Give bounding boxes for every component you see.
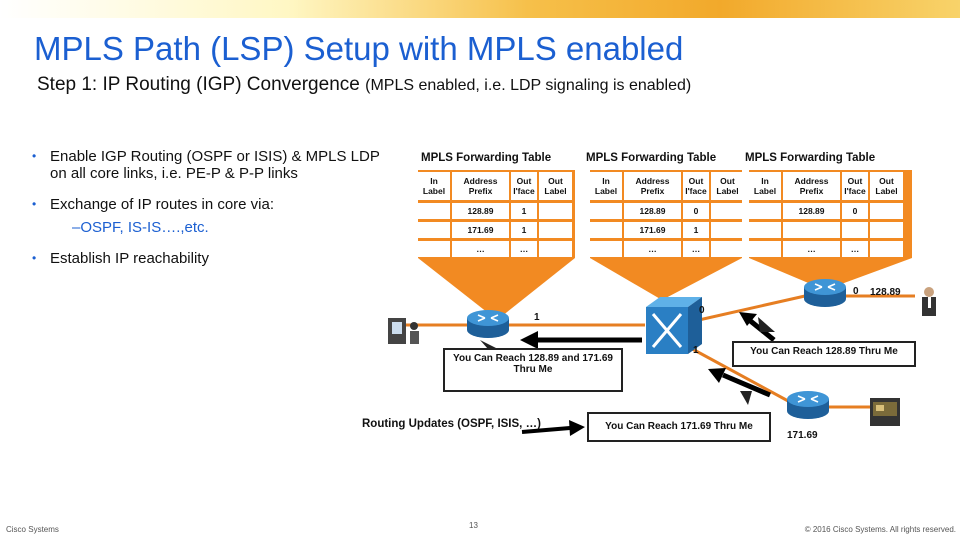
bullet-dot-icon: • (32, 149, 37, 163)
top-banner (0, 0, 960, 18)
table-cell: 171.69 (624, 222, 681, 238)
subtitle-note: (MPLS enabled, i.e. LDP signaling is ena… (365, 77, 692, 94)
table-cell (711, 203, 744, 219)
page-subtitle: Step 1: IP Routing (IGP) Convergence (MP… (37, 74, 691, 96)
bullet-item: • Exchange of IP routes in core via: (30, 196, 390, 213)
bullet-dot-icon: • (32, 197, 37, 211)
table-title: MPLS Forwarding Table (421, 152, 552, 164)
callout-box: You Can Reach 128.89 Thru Me (732, 341, 916, 367)
link-label: 0 (853, 286, 859, 297)
table-cell (711, 222, 744, 238)
table-cell: … (511, 241, 537, 257)
router-icon (804, 279, 846, 307)
arrow-up-left-icon (708, 368, 771, 398)
table-cell (418, 222, 450, 238)
user-workstation-icon (388, 318, 419, 344)
link-label: 0 (699, 305, 705, 316)
table-cell: 0 (842, 203, 868, 219)
bullet-item: • Establish IP reachability (30, 250, 390, 267)
user-monitor-icon (870, 398, 900, 426)
bullet-list: • Enable IGP Routing (OSPF or ISIS) & MP… (30, 148, 390, 281)
table-header-cell: Out Label (539, 172, 572, 200)
table-cell (711, 241, 744, 257)
table-cell (870, 222, 903, 238)
user-person-icon (922, 287, 936, 316)
table-cell: … (842, 241, 868, 257)
table-cell: … (624, 241, 681, 257)
prefix-label: 171.69 (787, 430, 818, 441)
callout-pointer (480, 340, 498, 349)
table-cell: … (683, 241, 709, 257)
table-cell (590, 222, 622, 238)
table-header-cell: In Label (749, 172, 781, 200)
page-number: 13 (469, 521, 478, 530)
callout-pointer (758, 317, 775, 332)
table-cell (590, 241, 622, 257)
callout-box: You Can Reach 171.69 Thru Me (587, 412, 771, 442)
table-cell (870, 203, 903, 219)
table-cell: … (452, 241, 509, 257)
table-header-cell: Address Prefix (783, 172, 840, 200)
table-cell (842, 222, 868, 238)
table-header-cell: Out I'face (511, 172, 537, 200)
footer-copyright: © 2016 Cisco Systems. All rights reserve… (804, 525, 956, 534)
core-switch-icon (646, 297, 702, 354)
bullet-text: Enable IGP Routing (OSPF or ISIS) & MPLS… (50, 148, 380, 182)
table-cell (749, 203, 781, 219)
table-cell (783, 222, 840, 238)
link-core-right (689, 294, 806, 324)
table-header-cell: Out Label (870, 172, 903, 200)
bullet-item: • Enable IGP Routing (OSPF or ISIS) & MP… (30, 148, 390, 182)
table-cell (418, 203, 450, 219)
link-core-bottom (684, 343, 791, 404)
arrow-left-icon (520, 331, 642, 349)
footer-left: Cisco Systems (6, 525, 59, 534)
arrow-right-icon (521, 420, 585, 436)
table-cell: 128.89 (452, 203, 509, 219)
table-header-cell: Address Prefix (452, 172, 509, 200)
table-cell (590, 203, 622, 219)
table-header-cell: In Label (418, 172, 450, 200)
table-title: MPLS Forwarding Table (745, 152, 876, 164)
link-label: 1 (534, 312, 540, 323)
prefix-label: 128.89 (870, 287, 901, 298)
table-cell (870, 241, 903, 257)
table-header-cell: Out I'face (842, 172, 868, 200)
table-cell: 0 (683, 203, 709, 219)
table-cell: 128.89 (624, 203, 681, 219)
table-cell: 1 (511, 203, 537, 219)
table-cell (749, 241, 781, 257)
table-header-cell: Address Prefix (624, 172, 681, 200)
table-cell: 128.89 (783, 203, 840, 219)
table-cell (539, 241, 572, 257)
bullet-text: Exchange of IP routes in core via: (50, 196, 275, 213)
table-cell: 1 (511, 222, 537, 238)
callout-pointer (740, 391, 752, 405)
bullet-text: Establish IP reachability (50, 250, 209, 267)
table-cell (539, 222, 572, 238)
table-cell: … (783, 241, 840, 257)
table-header-cell: In Label (590, 172, 622, 200)
router-icon (787, 391, 829, 419)
table-cell: 171.69 (452, 222, 509, 238)
table-cell (539, 203, 572, 219)
sub-bullet: –OSPF, IS-IS….,etc. (72, 219, 209, 236)
table-title: MPLS Forwarding Table (586, 152, 717, 164)
page-title: MPLS Path (LSP) Setup with MPLS enabled (34, 30, 684, 67)
link-label: 1 (693, 345, 699, 356)
arrow-up-left-icon (739, 312, 776, 342)
callout-box: You Can Reach 128.89 and 171.69 Thru Me (443, 348, 623, 392)
subtitle-main: Step 1: IP Routing (IGP) Convergence (37, 74, 360, 95)
routing-updates-label: Routing Updates (OSPF, ISIS, …) (362, 418, 541, 430)
router-icon (467, 310, 509, 338)
table-header-cell: Out I'face (683, 172, 709, 200)
table-cell: 1 (683, 222, 709, 238)
table-cell (418, 241, 450, 257)
bullet-dot-icon: • (32, 251, 37, 265)
table-header-cell: Out Label (711, 172, 744, 200)
table-cell (749, 222, 781, 238)
